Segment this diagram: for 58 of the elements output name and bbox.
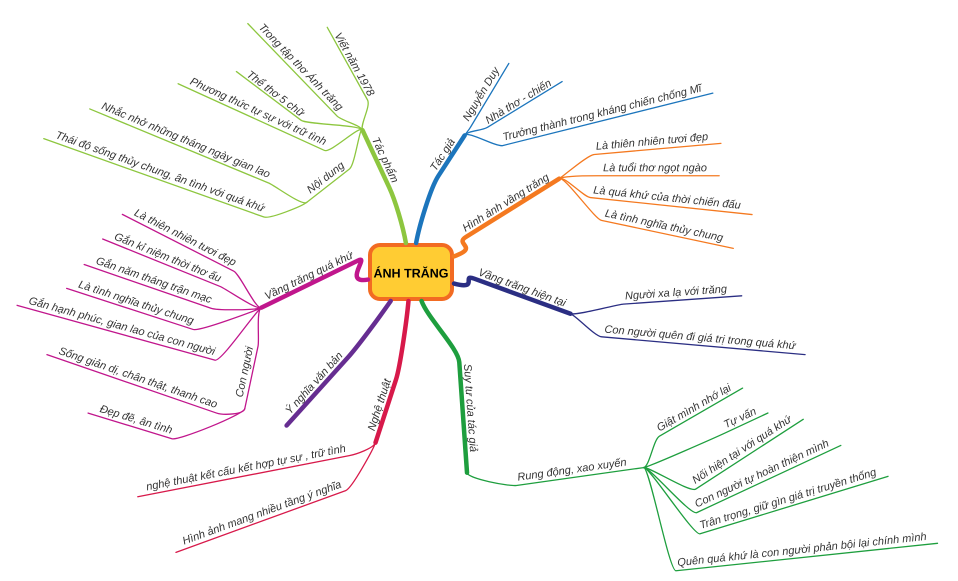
branch-line (43, 138, 308, 218)
branch-line (452, 176, 562, 259)
branch-line (16, 304, 262, 361)
branch-line (259, 258, 370, 310)
branch-label: Suy tư của tác giả (462, 364, 478, 452)
branch-line (373, 298, 411, 445)
branch-label: Đẹp đẽ, ân tình (100, 405, 172, 434)
branch-label: Tác giả (430, 138, 456, 170)
branch-line (570, 295, 742, 315)
branch-line (558, 178, 734, 250)
branch-line (642, 444, 842, 514)
branch-label: Nghệ thuật (368, 378, 391, 432)
branch-label: Con người quên đi giá trị trong quá khứ (605, 325, 796, 350)
branch-line (642, 387, 744, 468)
branch-label: Là tình nghĩa thủy chung (604, 209, 724, 243)
branch-line (464, 80, 563, 136)
branch-line (642, 418, 804, 490)
branch-line (236, 70, 364, 131)
branch-line (306, 128, 364, 204)
branch-line (419, 298, 470, 475)
branch-label: Là quá khứ của thời chiến đấu (593, 186, 741, 209)
branch-line (642, 466, 938, 572)
branch-label: Vầng trăng quá khứ (264, 250, 352, 299)
branch-label: Là thiên nhiên tươi đẹp (596, 133, 708, 150)
branch-label: Quên quá khứ là con người phản bội lại chính mình (678, 532, 926, 568)
branch-line (464, 92, 714, 146)
branch-line (284, 298, 393, 428)
branch-line (46, 354, 246, 415)
branch-line (414, 133, 467, 246)
branch-line (87, 408, 246, 440)
branch-line (360, 128, 408, 246)
branch-label: Là tuổi thơ ngọt ngào (603, 162, 707, 174)
branch-line (642, 412, 769, 468)
branch-label: Vầng trăng hiện tại (480, 268, 568, 306)
branch-line (247, 22, 364, 131)
branch-label: Hình ảnh vầng trăng (462, 174, 550, 232)
branch-line (558, 175, 720, 180)
branch-label: Tự vấn (724, 408, 756, 428)
branch-line (89, 108, 308, 204)
branch-line (177, 83, 364, 152)
branch-line (464, 62, 510, 136)
branch-label: Tác phẩm (372, 137, 398, 182)
branch-line (452, 276, 573, 316)
topic-box: ÁNH TRĂNG (368, 243, 454, 301)
branch-line (558, 178, 753, 216)
branch-line (244, 306, 262, 410)
branch-line (122, 214, 262, 308)
branch-line (175, 442, 376, 554)
branch-label: Người xa lạ với trăng (626, 285, 727, 302)
branch-label: Rung động, xao xuyến (518, 458, 626, 481)
branch-line (570, 313, 806, 356)
branch-line (137, 442, 376, 498)
branch-line (558, 142, 722, 180)
branch-line (642, 466, 889, 534)
branch-line (466, 466, 644, 486)
branch-label: Viết năm 1978 (335, 32, 374, 96)
branch-line (326, 26, 369, 131)
branch-label: Con người (236, 346, 253, 397)
